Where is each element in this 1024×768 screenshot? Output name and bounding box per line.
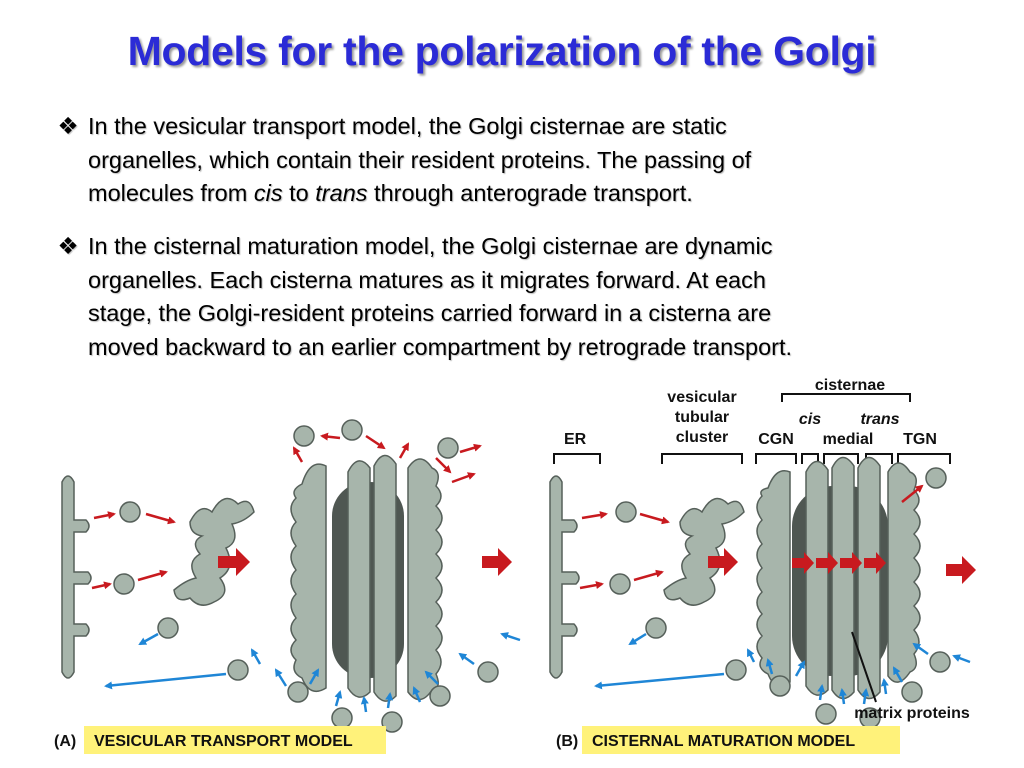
bullet2-line1: In the cisternal maturation model, the G… [88,233,773,259]
panel-b-letter: (B) [556,733,578,750]
vesicle [113,573,135,595]
bullet1-to: to [289,180,309,206]
panel-b-caption-bg [582,726,900,754]
golgi-models-figure: (A) VESICULAR TRANSPORT MODEL ER vesicul… [54,377,976,754]
er-membrane-b [549,475,580,679]
bracket-medial [823,453,859,464]
vesicle [769,675,791,697]
matrix-proteins-pointer [851,631,877,703]
vesicle [901,681,923,703]
panel-a-caption-bg [84,726,386,754]
anterograde-big-arrow [946,556,976,584]
label-medial: medial [823,431,874,448]
bullet-cisternal-maturation: ❖ In the cisternal maturation model, the … [56,230,986,364]
bracket-vtc [661,453,743,464]
bullet-diamond-icon: ❖ [57,113,79,139]
vesicle [609,573,631,595]
vesicle [477,661,499,683]
vesicle [929,651,951,673]
bracket-er [553,453,601,464]
bullet-vesicular-transport: ❖ In the vesicular transport model, the G… [56,110,986,211]
bullet-diamond-icon: ❖ [57,233,79,259]
bullet2-line3: stage, the Golgi-resident proteins carri… [88,300,772,326]
bullet2-line2: organelles. Each cisterna matures as it … [88,266,766,293]
vesicle [437,437,459,459]
bracket-tgn [897,453,951,464]
label-cisternae: cisternae [815,377,885,394]
label-tgn: TGN [903,431,937,448]
label-matrix-proteins: matrix proteins [854,705,970,722]
bullet1-line1: In the vesicular transport model, the Go… [88,113,727,139]
golgi-cisternae-a [290,454,443,702]
label-trans: trans [860,411,899,428]
vesicle [815,703,837,725]
panel-b-caption: CISTERNAL MATURATION MODEL [592,733,855,750]
vesicle [925,467,947,489]
vesicle [381,711,403,733]
maturation-arrow [792,552,814,574]
vesicle [227,659,249,681]
maturation-arrow [864,552,886,574]
vesicle [331,707,353,729]
slide-title: Models for the polarization of the Golgi [127,28,877,74]
maturation-arrow [840,552,862,574]
bullet2-line4: moved backward to an earlier compartment… [88,333,793,360]
vesicle [293,425,315,447]
vesicle [157,617,179,639]
bullet1-line3-post: through anterograde transport. [374,180,693,206]
bullet1-trans: trans [315,180,368,206]
vesicle [615,501,637,523]
panel-a-letter: (A) [54,733,76,750]
vtc-b [663,497,745,606]
maturation-arrow [816,552,838,574]
anterograde-big-arrow [482,548,512,576]
anterograde-big-arrow [218,548,250,576]
label-vtc-line3: cluster [676,429,728,446]
bullet1-line2: organelles, which contain their resident… [88,146,752,173]
bracket-cis [801,453,819,464]
panel-a: (A) VESICULAR TRANSPORT MODEL [54,419,521,754]
vesicle [119,501,141,523]
vtc-a [173,497,255,606]
bracket-cisternae [781,393,911,402]
bullet1-line3-pre: molecules from [88,180,248,206]
label-vtc-line2: tubular [675,409,729,426]
bullet1-line3: molecules from cis to trans through ante… [56,177,986,211]
er-membrane-a [61,475,92,679]
vesicle [645,617,667,639]
vesicle [429,685,451,707]
vesicle [725,659,747,681]
bracket-cgn [755,453,797,464]
golgi-cisternae-b [756,456,921,700]
panel-b: ER vesicular tubular cluster cisternae c… [549,377,976,754]
label-vtc-line1: vesicular [667,389,736,406]
label-cis: cis [799,411,821,428]
vesicle [287,681,309,703]
anterograde-big-arrow [708,548,738,576]
panel-a-caption: VESICULAR TRANSPORT MODEL [94,733,353,750]
bullet1-cis: cis [253,180,283,206]
label-er: ER [564,431,587,448]
label-cgn: CGN [758,431,794,448]
vesicle [341,419,363,441]
